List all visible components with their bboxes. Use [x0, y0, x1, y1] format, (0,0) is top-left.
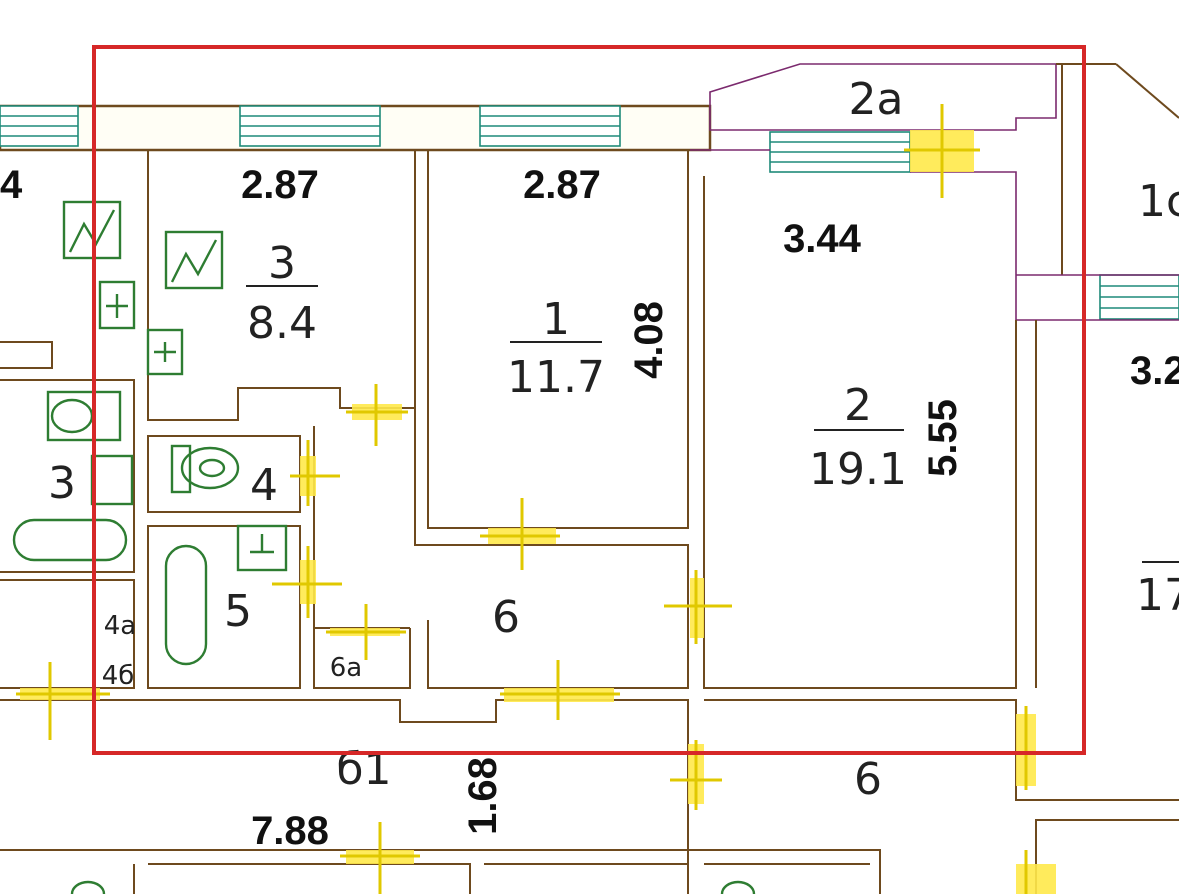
window-left: [0, 105, 79, 147]
room-4-number: 4: [250, 460, 278, 511]
corridor-length: 7.88: [251, 809, 329, 853]
doors: [16, 104, 1056, 894]
room-3-area: 8.4: [247, 298, 317, 349]
wall-structure: [0, 150, 1179, 894]
neighbor-fixtures: [12, 390, 756, 894]
neighbor-4a: 4а: [104, 611, 136, 641]
room-2a-number: 2а: [849, 74, 904, 125]
dim-room-3-width: 2.87: [241, 163, 319, 207]
room-2-number: 2: [844, 380, 872, 431]
lower-right-6: 6: [854, 754, 882, 805]
room-1-number: 1: [542, 294, 570, 345]
loggia-outline: [709, 63, 1057, 131]
window-room-3: [239, 105, 381, 147]
window-room-1: [479, 105, 621, 147]
dim-room-1-width: 2.87: [523, 163, 601, 207]
dim-room-2-depth: 5.55: [921, 399, 965, 477]
neighbor-room-3: 3: [48, 458, 76, 509]
right-fragment-1c: 1с: [1138, 176, 1179, 227]
room-1-area: 11.7: [507, 352, 605, 403]
room-3-label: 3 8.4: [246, 238, 318, 349]
room-5-number: 5: [224, 586, 252, 637]
right-fragment-dim: 3.2: [1130, 349, 1179, 393]
window-loggia: [769, 131, 911, 173]
room-2-area: 19.1: [809, 444, 907, 495]
apartment-highlight-frame: [92, 45, 1086, 755]
room-6-number: 6: [492, 592, 520, 643]
right-fragment-area: 17: [1136, 570, 1179, 621]
toilet-icon: [170, 444, 240, 494]
sink-icon: [146, 328, 184, 376]
dim-room-1-depth: 4.08: [627, 301, 671, 379]
neighbor-fragment-4: 4: [0, 163, 23, 207]
room-2-label: 2 19.1: [809, 380, 907, 495]
neighbor-4b: 4б: [102, 661, 135, 691]
corridor-width: 1.68: [461, 757, 505, 835]
stove-icon: [164, 230, 224, 290]
room-6a-number: 6а: [330, 653, 362, 683]
room-3-number: 3: [268, 238, 296, 289]
bathtub-icon: [164, 544, 208, 666]
dim-room-2-width: 3.44: [783, 217, 862, 261]
sink-icon-neighbor: [98, 280, 136, 330]
window-right: [1099, 274, 1179, 320]
washbasin-icon: [236, 524, 288, 572]
room-1-label: 1 11.7: [507, 294, 605, 403]
